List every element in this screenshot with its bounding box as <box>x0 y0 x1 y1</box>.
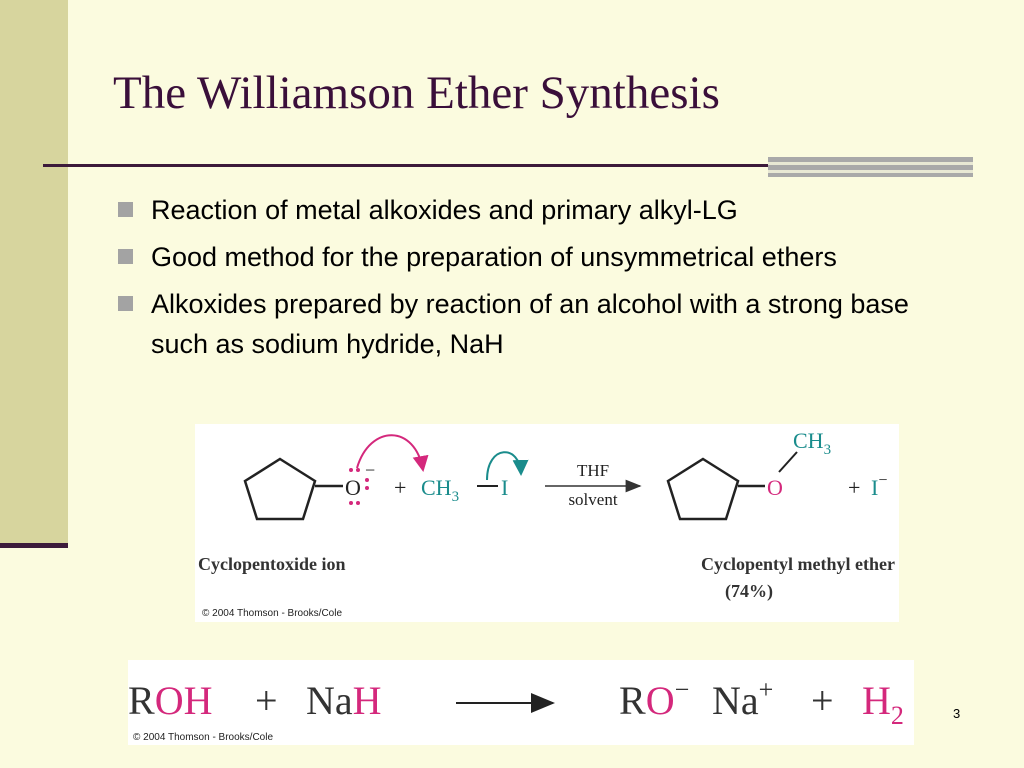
reactant-name: Cyclopentoxide ion <box>198 554 346 574</box>
alkoxide-formation-figure: ROH + NaH RO− Na+ + H2 © 2004 Thomson - … <box>128 660 914 745</box>
cyclopentane-ring-product <box>666 457 740 521</box>
iodine-atom: I <box>501 475 508 500</box>
cyclopentane-ring-reactant <box>243 457 317 521</box>
square-bullet-icon <box>118 202 133 217</box>
square-bullet-icon <box>118 249 133 264</box>
oxygen-atom: O <box>345 475 361 500</box>
methyl-group: CH3 <box>421 475 459 505</box>
alcohol-formula: ROH <box>128 678 212 723</box>
title-underline-rule <box>43 164 768 167</box>
lone-pair-dot <box>349 501 353 505</box>
plus-sign: + <box>394 475 406 500</box>
alkoxide-formula: RO− <box>619 675 689 723</box>
hydrogen-gas-formula: H2 <box>862 678 904 730</box>
plus-sign: + <box>811 678 834 723</box>
alkoxide-reaction-scheme: ROH + NaH RO− Na+ + H2 <box>128 675 904 730</box>
copyright-credit: © 2004 Thomson - Brooks/Cole <box>202 608 343 619</box>
left-decorative-band <box>0 0 68 545</box>
lone-pair-dot <box>349 468 353 472</box>
curved-electron-arrow-teal <box>486 451 529 481</box>
williamson-reaction-figure: O − + CH3 I THF solvent O CH3 + <box>195 424 899 622</box>
slide-number: 3 <box>953 706 961 721</box>
iodide-ion: I− <box>871 472 887 500</box>
bullet-text: Reaction of metal alkoxides and primary … <box>151 195 738 225</box>
o-ch3-bond <box>778 451 798 473</box>
lone-pair-dot <box>365 486 369 490</box>
lone-pair-dot <box>356 501 360 505</box>
reaction-scheme: O − + CH3 I THF solvent O CH3 + <box>198 428 895 602</box>
bullet-text: Good method for the preparation of unsym… <box>151 242 837 272</box>
sodium-hydride-formula: NaH <box>306 678 382 723</box>
condition-solvent-label: solvent <box>568 490 617 509</box>
plus-sign: + <box>848 475 860 500</box>
curved-electron-arrow-magenta <box>356 434 429 472</box>
condition-solvent-name: THF <box>577 461 609 480</box>
negative-charge: − <box>365 460 375 480</box>
bullet-item: Good method for the preparation of unsym… <box>118 237 958 277</box>
product-yield: (74%) <box>725 581 773 602</box>
product-methyl-group: CH3 <box>793 428 831 458</box>
bullet-list: Reaction of metal alkoxides and primary … <box>118 190 958 371</box>
slide-title: The Williamson Ether Synthesis <box>113 67 720 119</box>
bullet-item: Reaction of metal alkoxides and primary … <box>118 190 958 230</box>
product-oxygen-atom: O <box>767 475 783 500</box>
lone-pair-dot <box>356 468 360 472</box>
title-rule-stripes <box>768 157 973 177</box>
product-name: Cyclopentyl methyl ether <box>701 554 895 574</box>
plus-sign: + <box>255 678 278 723</box>
copyright-credit: © 2004 Thomson - Brooks/Cole <box>133 732 274 743</box>
left-band-bottom-rule <box>0 543 68 548</box>
sodium-cation: Na+ <box>712 675 773 723</box>
lone-pair-dot <box>365 478 369 482</box>
bullet-item: Alkoxides prepared by reaction of an alc… <box>118 284 958 364</box>
bullet-text: Alkoxides prepared by reaction of an alc… <box>151 289 909 359</box>
square-bullet-icon <box>118 296 133 311</box>
